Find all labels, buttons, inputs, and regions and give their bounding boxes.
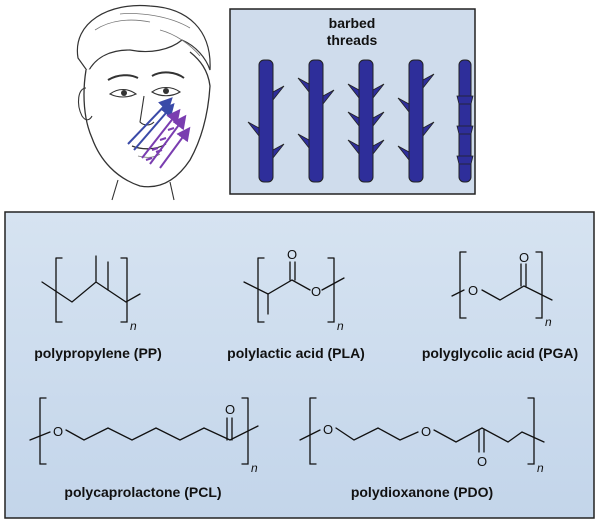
pdo-bracket-right (527, 397, 535, 465)
polymer-pdo: O O O n polydioxanone (PDO) (299, 397, 545, 500)
pcl-bracket-right (241, 397, 249, 465)
barbed-thread-5 (456, 59, 474, 183)
pp-skeleton (41, 255, 141, 303)
pga-subscript: n (545, 315, 552, 329)
polymer-pga: O O n polyglycolic acid (PGA) (422, 250, 578, 361)
pcl-carbonyl (226, 417, 233, 441)
polymer-pcl: O O n polycaprolactone (PCL) (29, 397, 259, 500)
pdo-subscript: n (537, 461, 544, 475)
pga-atom-o1: O (468, 283, 478, 298)
thread-arrow-2 (133, 102, 175, 151)
pla-bracket-left (257, 257, 265, 323)
pla-subscript: n (337, 319, 344, 333)
pp-bracket-right (120, 257, 128, 323)
pdo-atom-o1: O (323, 422, 333, 437)
pp-subscript: n (130, 319, 137, 333)
pcl-atom-o2: O (225, 402, 235, 417)
pdo-skeleton (299, 427, 545, 443)
pga-skeleton (451, 285, 553, 301)
thread-arrow-3 (141, 108, 181, 159)
pcl-atom-o1: O (53, 424, 63, 439)
pdo-label: polydioxanone (PDO) (351, 484, 493, 500)
lower-lip (137, 153, 161, 158)
hair-strands (94, 13, 201, 57)
pdo-atom-o3: O (477, 454, 487, 469)
pla-atom-o2: O (311, 284, 321, 299)
pla-label: polylactic acid (PLA) (227, 345, 365, 361)
threads-title-line2: threads (327, 32, 378, 48)
thread-arrow-4 (149, 114, 187, 165)
right-brow (151, 71, 185, 79)
pga-label: polyglycolic acid (PGA) (422, 345, 578, 361)
pga-atom-o2: O (519, 250, 529, 265)
barbed-thread-3 (347, 59, 385, 183)
thread-barbs (145, 127, 175, 161)
pp-bracket-left (55, 257, 63, 323)
threads-panel: barbed threads (229, 8, 476, 195)
pcl-skeleton (29, 425, 259, 441)
pga-bracket-right (535, 251, 543, 319)
barbed-thread-1 (247, 59, 285, 183)
pcl-subscript: n (251, 461, 258, 475)
pla-carbonyl (289, 261, 296, 281)
barbed-thread-4 (397, 59, 435, 183)
pga-bracket-left (459, 251, 467, 319)
pdo-carbonyl (478, 429, 485, 453)
polymer-pp: n polypropylene (PP) (34, 255, 162, 361)
polymers-panel: n polypropylene (PP) O O n polylactic ac… (4, 211, 595, 519)
face-illustration (76, 4, 211, 201)
ear (77, 87, 93, 121)
pla-skeleton (243, 277, 345, 295)
threads-title-line1: barbed (329, 15, 376, 31)
polymer-pla: O O n polylactic acid (PLA) (227, 247, 365, 361)
neck (111, 179, 175, 201)
face-outline (83, 51, 211, 188)
pcl-bracket-left (39, 397, 47, 465)
pp-label: polypropylene (PP) (34, 345, 162, 361)
pla-bracket-right (327, 257, 335, 323)
thread-arrow-5 (159, 126, 191, 169)
pga-carbonyl (520, 263, 527, 287)
barbed-thread-2 (297, 59, 335, 183)
left-brow (107, 74, 139, 81)
pla-atom-o1: O (287, 247, 297, 262)
hair (76, 4, 211, 74)
pdo-bracket-left (309, 397, 317, 465)
pdo-atom-o2: O (421, 424, 431, 439)
right-pupil (163, 88, 169, 94)
left-pupil (121, 90, 127, 96)
pcl-label: polycaprolactone (PCL) (64, 484, 221, 500)
polymers-panel-box (4, 211, 595, 519)
